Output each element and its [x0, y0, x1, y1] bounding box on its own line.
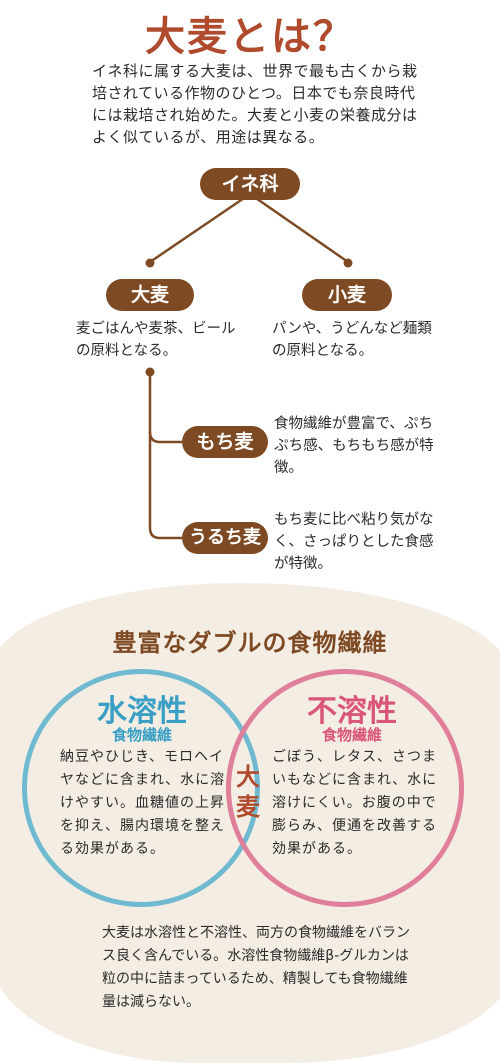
wheat-desc: パンや、うどんなど麺類の原料となる。: [272, 321, 432, 359]
node-root: イネ科: [200, 168, 300, 200]
node-dot-left: [145, 258, 155, 268]
node-wheat: 小麦: [302, 279, 392, 311]
insoluble-circle: [226, 669, 464, 907]
node-uruchi-barley: うるち麦: [182, 522, 268, 554]
uruchi-desc: もち麦に比べ粘り気がなく、さっぱりとした食感が特徴。: [274, 512, 434, 572]
connector-uruchi: [148, 432, 185, 540]
water-soluble-label: 水溶性: [97, 694, 187, 729]
mochi-desc: 食物繊維が豊富で、ぷちぷち感、もちもち感が特徴。: [274, 416, 434, 476]
node-dot-right: [343, 258, 353, 268]
insoluble-sub: 食物繊維: [321, 726, 382, 744]
water-soluble-sub: 食物繊維: [111, 726, 172, 744]
fiber-summary: 大麦は水溶性と不溶性、両方の食物繊維をバランス良く含んでいる。水溶性食物繊維β-…: [102, 925, 410, 1010]
connector-root-left: [149, 192, 251, 264]
node-dot-trunk: [145, 367, 155, 377]
insoluble-label: 不溶性: [307, 694, 397, 729]
intro-text: イネ科に属する大麦は、世界で最も古くから栽培されている作物のひとつ。日本でも奈良…: [92, 62, 418, 146]
insoluble-desc: ごぼう、レタス、さつまいもなどに含まれ、水に溶けにくい。お腹の中で膨らみ、便通を…: [272, 749, 438, 857]
connector-root-right: [249, 192, 349, 264]
barley-desc: 麦ごはんや麦茶、ビールの原料となる。: [76, 321, 236, 359]
node-mochi-barley: もち麦: [182, 426, 268, 458]
water-soluble-desc: 納豆やひじき、モロヘイヤなどに含まれ、水に溶けやすい。血糖値の上昇を抑え、腸内環…: [60, 749, 226, 857]
page-title: 大麦とは？: [145, 14, 355, 60]
center-barley-label: 大麦: [236, 763, 260, 821]
node-barley: 大麦: [106, 279, 194, 311]
connector-mochi: [148, 420, 185, 444]
fiber-title: 豊富なダブルの食物繊維: [112, 629, 388, 657]
